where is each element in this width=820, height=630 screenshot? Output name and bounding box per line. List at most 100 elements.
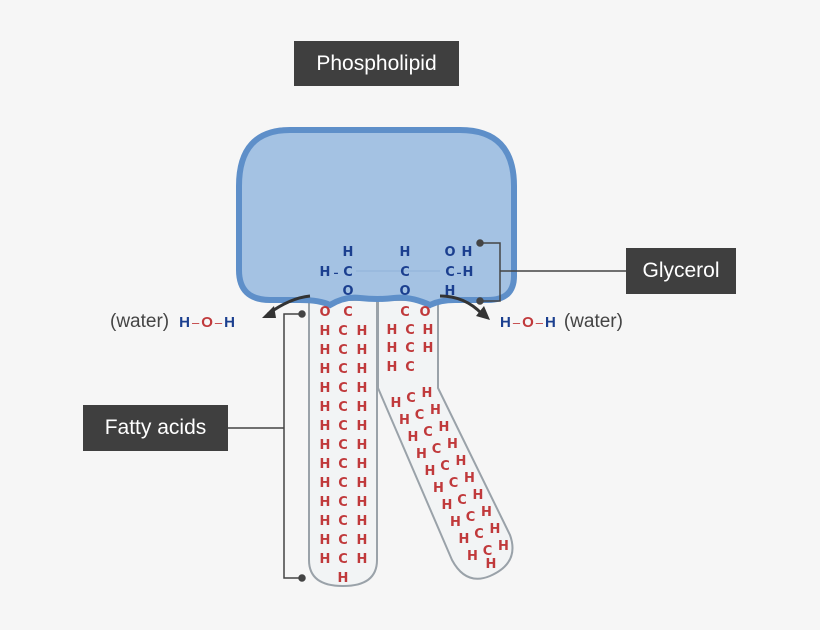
fatty-acid-atom: H xyxy=(408,430,419,445)
fatty-acid-atom: C xyxy=(338,324,348,339)
fatty-acid-atom: H xyxy=(442,498,453,513)
glycerol-atoms: H H – C O H C O O H C – H H xyxy=(320,245,474,299)
glycerol-atom: O xyxy=(399,284,410,299)
fatty-acid-atom: H xyxy=(320,419,331,434)
fatty-acid-atom: C xyxy=(457,493,467,508)
arrow-right xyxy=(439,294,490,320)
fatty-acid-atom: H xyxy=(498,539,509,554)
water-atom: O xyxy=(522,313,534,331)
glycerol-atom: C xyxy=(343,265,353,280)
water-atom: O xyxy=(201,313,213,331)
water-atom: H xyxy=(500,313,511,331)
fatty-acid-atom: H xyxy=(387,323,398,338)
fatty-acid-atom: H xyxy=(320,381,331,396)
fatty-acid-atom: H xyxy=(320,552,331,567)
fatty-acid-atom: H xyxy=(357,343,368,358)
fatty-acid-atom: H xyxy=(425,464,436,479)
fatty-acid-atom: C xyxy=(338,457,348,472)
glycerol-bond: – xyxy=(457,268,462,279)
fatty-acid-atom: H xyxy=(447,437,458,452)
water-atom: H xyxy=(544,313,556,331)
fatty-acid-atom: H xyxy=(416,447,427,462)
glycerol-atom: H xyxy=(463,265,474,280)
fatty-acids-label: Fatty acids xyxy=(83,405,228,451)
water-molecule-left: (water) H – O – H xyxy=(110,311,235,333)
fatty-acid-atom: H xyxy=(320,457,331,472)
fatty-acid-atom: H xyxy=(320,438,331,453)
fatty-acid-atom: H xyxy=(433,481,444,496)
fatty-acid-atom: H xyxy=(422,386,433,401)
water-bond: – xyxy=(191,314,200,330)
water-atom: H xyxy=(224,313,235,331)
arrow-left xyxy=(262,294,311,318)
fatty-acid-atom: H xyxy=(439,420,450,435)
fatty-acid-atom: H xyxy=(391,396,402,411)
fatty-acid-atom: H xyxy=(357,324,368,339)
fatty-acid-atom: H xyxy=(357,400,368,415)
glycerol-atom: H xyxy=(445,284,456,299)
fatty-acid-atom: H xyxy=(357,362,368,377)
fatty-acid-atom: C xyxy=(474,527,484,542)
fatty-acid-atom: H xyxy=(423,341,434,356)
fatty-acid-atom: H xyxy=(320,324,331,339)
fatty-acid-atom: C xyxy=(338,514,348,529)
fatty-acid-atom: H xyxy=(387,360,398,375)
fatty-acid-atom: C xyxy=(338,476,348,491)
fatty-acid-atom: H xyxy=(320,495,331,510)
fatty-acid-atom: H xyxy=(467,549,478,564)
fatty-acid-atom: C xyxy=(466,510,476,525)
fatty-acid-atom: C xyxy=(338,438,348,453)
title-label: Phospholipid xyxy=(294,41,459,86)
fatty-acid-atom: C xyxy=(449,476,459,491)
fatty-acid-atom: H xyxy=(357,457,368,472)
glycerol-atom: H xyxy=(400,245,411,260)
glycerol-bracket xyxy=(476,239,626,305)
fatty-acid-atom: C xyxy=(343,305,353,320)
fatty-acid-atom: C xyxy=(406,391,416,406)
fatty-acid-atom: H xyxy=(399,413,410,428)
fatty-acid-atom: C xyxy=(405,341,415,356)
fatty-acid-atom: H xyxy=(456,454,467,469)
fatty-acid-atom: C xyxy=(338,552,348,567)
fatty-acid-atom: C xyxy=(338,362,348,377)
fatty-acid-atom: C xyxy=(415,408,425,423)
glycerol-atom: O xyxy=(342,284,353,299)
fatty-acid-atom: H xyxy=(320,533,331,548)
fatty-acid-atom: H xyxy=(423,323,434,338)
glycerol-atom: H xyxy=(343,245,354,260)
water-bond: – xyxy=(214,314,223,330)
water-bond: – xyxy=(535,314,543,330)
fatty-acid-atom: H xyxy=(473,488,484,503)
fatty-acid-atom: H xyxy=(320,343,331,358)
fatty-acid-atom: H xyxy=(357,552,368,567)
glycerol-atom: O xyxy=(444,245,455,260)
fatty-acid-atom: H xyxy=(357,514,368,529)
glycerol-atom: C xyxy=(400,265,410,280)
fatty-acid-atom: H xyxy=(387,341,398,356)
fatty-acid-atom: C xyxy=(338,533,348,548)
glycerol-bond: – xyxy=(334,268,339,279)
phosphate-head xyxy=(236,127,517,309)
fatty-acid-atom: C xyxy=(483,544,493,559)
fatty-acid-atom: O xyxy=(419,305,430,320)
fatty-acid-atom: C xyxy=(423,425,433,440)
water-label: (water) xyxy=(110,311,170,332)
fatty-acid-atom: H xyxy=(357,419,368,434)
fatty-acid-atom: C xyxy=(432,442,442,457)
fatty-acid-atom: C xyxy=(405,323,415,338)
fatty-acid-atom: H xyxy=(481,505,492,520)
fatty-acid-atom: C xyxy=(440,459,450,474)
glycerol-atom: H xyxy=(320,265,331,280)
glycerol-label: Glycerol xyxy=(626,248,736,294)
fatty-acid-atom: H xyxy=(357,438,368,453)
fatty-acid-atom: H xyxy=(459,532,470,547)
fatty-acid-atom: H xyxy=(357,533,368,548)
fatty-acid-atom: H xyxy=(320,362,331,377)
fatty-acid-atom: H xyxy=(357,381,368,396)
water-molecule-right: H – O – H (water) xyxy=(500,311,623,333)
fatty-acid-tail-right xyxy=(377,299,514,580)
glycerol-atom: C xyxy=(445,265,455,280)
fatty-acid-atom: H xyxy=(320,514,331,529)
